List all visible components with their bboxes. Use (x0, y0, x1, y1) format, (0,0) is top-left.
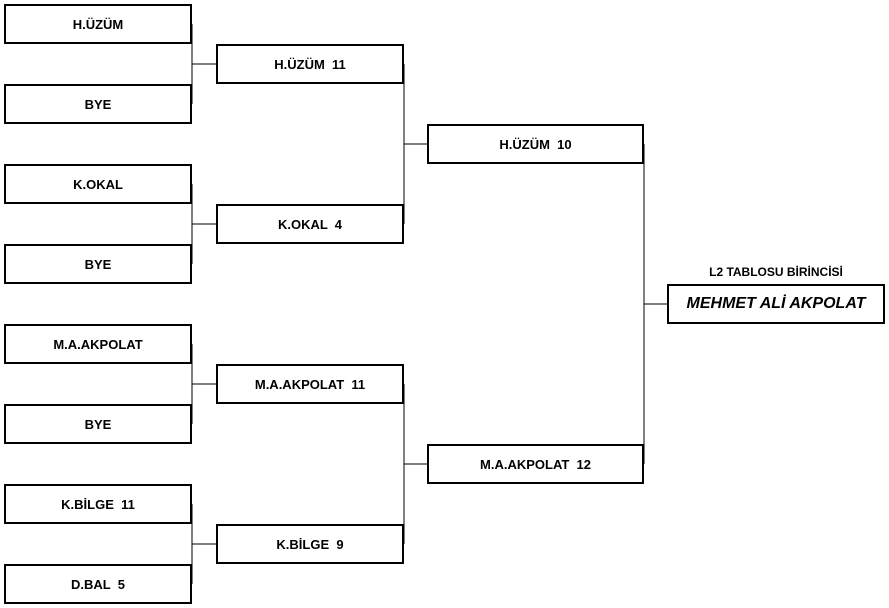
round2-slot-1: H.ÜZÜM 11 (216, 44, 404, 84)
connector-r2-pair2 (403, 384, 427, 544)
round1-slot-5: M.A.AKPOLAT (4, 324, 192, 364)
round1-slot-6: BYE (4, 404, 192, 444)
round1-slot-1: H.ÜZÜM (4, 4, 192, 44)
round3-slot-1: H.ÜZÜM 10 (427, 124, 644, 164)
connector-r1-pair3 (191, 344, 216, 424)
connector-r1-pair1 (191, 24, 216, 104)
round3-slot-2: M.A.AKPOLAT 12 (427, 444, 644, 484)
winner-box: MEHMET ALİ AKPOLAT (667, 284, 885, 324)
round1-slot-3: K.OKAL (4, 164, 192, 204)
connector-r2-pair1 (403, 64, 427, 224)
connector-r3-final (643, 144, 667, 464)
round1-slot-8: D.BAL 5 (4, 564, 192, 604)
round2-slot-4: K.BİLGE 9 (216, 524, 404, 564)
round1-slot-2: BYE (4, 84, 192, 124)
round1-slot-7: K.BİLGE 11 (4, 484, 192, 524)
winner-caption: L2 TABLOSU BİRİNCİSİ (709, 265, 843, 279)
connector-r1-pair2 (191, 184, 216, 264)
round2-slot-2: K.OKAL 4 (216, 204, 404, 244)
connector-r1-pair4 (191, 504, 216, 584)
round1-slot-4: BYE (4, 244, 192, 284)
round2-slot-3: M.A.AKPOLAT 11 (216, 364, 404, 404)
